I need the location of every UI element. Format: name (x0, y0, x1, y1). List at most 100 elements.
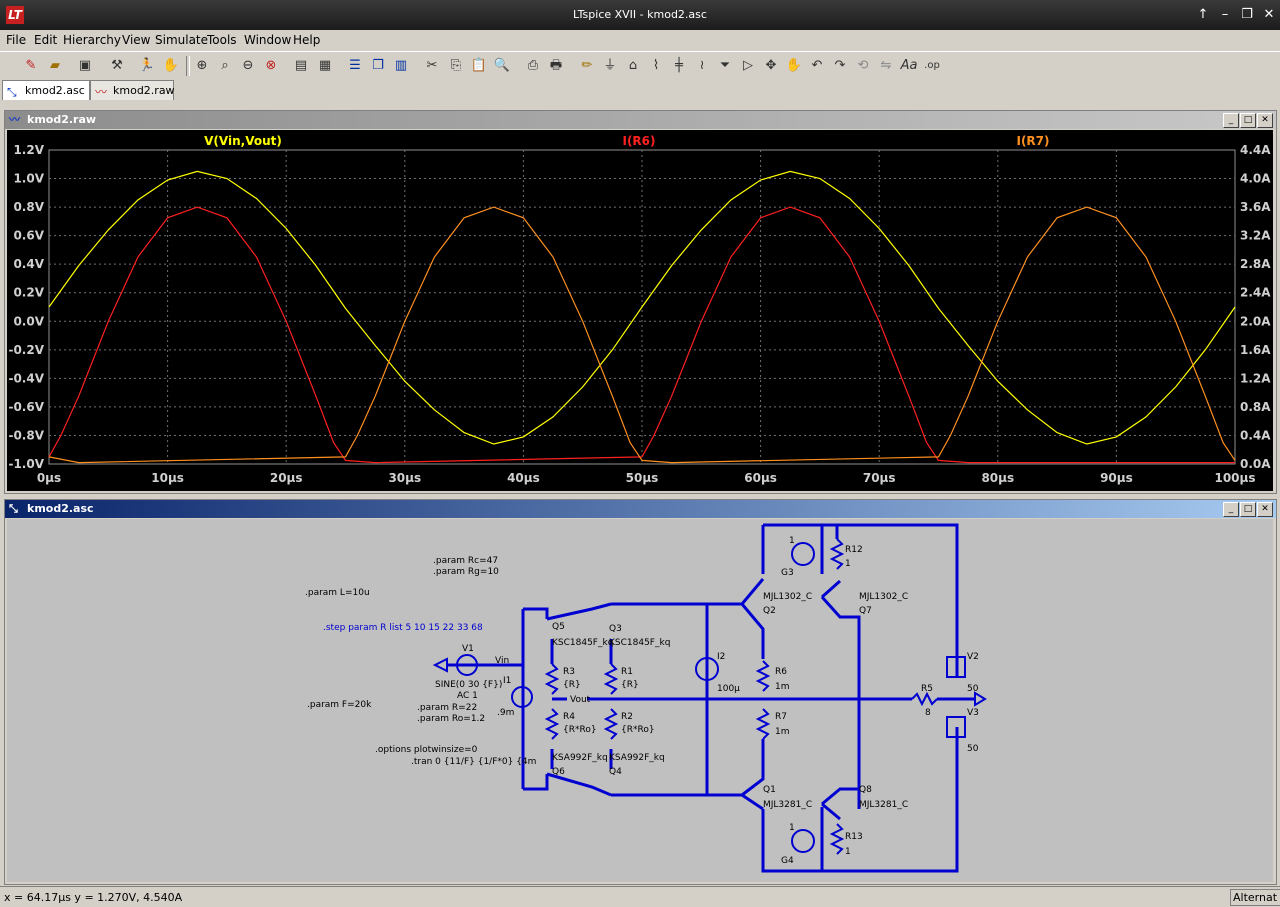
rotate-icon[interactable]: ⟲ (857, 58, 869, 73)
zoom-in-icon[interactable]: ⊕ (196, 58, 208, 73)
minimize-button[interactable]: – (1221, 7, 1229, 22)
save-icon[interactable]: ▣ (78, 58, 92, 73)
current-source-i1[interactable] (511, 686, 533, 708)
y-right-tick-label: 1.2A (1240, 371, 1271, 385)
schematic-drawing[interactable]: .param Rc=47 .param Rg=10 .param L=10u .… (7, 519, 1273, 882)
tab-schematic[interactable]: ⤡ kmod2.asc (2, 80, 90, 100)
text-icon[interactable]: Aa (900, 58, 918, 73)
mirror-icon[interactable]: ⇋ (880, 58, 892, 73)
menu-tools[interactable]: Tools (207, 33, 237, 47)
resistor-r5[interactable] (911, 691, 938, 707)
schematic-icon: ⤡ (7, 85, 17, 99)
draw-wire-icon[interactable]: ✏ (581, 58, 593, 73)
voltage-source-v3[interactable] (946, 716, 966, 738)
voltage-source-v2[interactable] (946, 656, 966, 678)
voltage-source-v1[interactable] (456, 654, 478, 676)
menu-view[interactable]: View (122, 33, 151, 47)
spice-directive-icon[interactable]: .op (924, 60, 940, 71)
capacitor-icon[interactable]: ╪ (675, 58, 683, 73)
close-button[interactable]: ✕ (1257, 502, 1273, 517)
y-right-tick-label: 2.4A (1240, 286, 1271, 300)
paste-icon[interactable]: 📋 (470, 58, 488, 73)
run-icon[interactable]: 🏃 (138, 58, 156, 73)
directive-f[interactable]: .param F=20k (307, 700, 372, 710)
menu-edit[interactable]: Edit (34, 33, 58, 47)
label-q1-model: MJL3281_C (763, 800, 812, 810)
cascade-icon[interactable]: ❐ (372, 58, 384, 73)
menu-hierarchy[interactable]: Hierarchy (63, 33, 122, 47)
y-right-tick-label: 4.0A (1240, 172, 1271, 186)
undo-icon[interactable]: ↶ (811, 58, 823, 73)
resistor-r4[interactable] (544, 708, 560, 740)
tile-vertical-icon[interactable]: ▥ (394, 58, 408, 73)
wire (820, 595, 861, 809)
menu-help[interactable]: Help (293, 33, 321, 47)
directive-tran[interactable]: .tran 0 {11/F} {1/F*0} {4m (411, 757, 536, 767)
label-v3-value: 50 (967, 744, 979, 754)
tile-horizontal-icon[interactable]: ☰ (349, 58, 361, 73)
resistor-r2[interactable] (603, 708, 619, 740)
find-icon[interactable]: 🔍 (493, 58, 511, 73)
directive-l[interactable]: .param L=10u (305, 588, 370, 598)
directive-r[interactable]: .param R=22 (417, 703, 477, 713)
minimize-button[interactable]: _ (1223, 502, 1239, 517)
cut-icon[interactable]: ✂ (426, 58, 438, 73)
autorange-icon[interactable]: ▦ (318, 58, 332, 73)
maximize-button[interactable]: □ (1240, 502, 1256, 517)
current-source-g3[interactable] (791, 542, 815, 566)
chevron-up-icon[interactable]: ↑ (1197, 7, 1209, 22)
maximize-button[interactable]: □ (1240, 113, 1256, 128)
resistor-r7[interactable] (755, 708, 771, 740)
schematic-window[interactable]: ⤡ kmod2.asc _ □ ✕ (4, 499, 1277, 885)
x-tick-label: 30µs (388, 471, 421, 485)
component-icon[interactable]: ▷ (743, 58, 753, 73)
halt-icon[interactable]: ✋ (162, 58, 180, 73)
directive-rg[interactable]: .param Rg=10 (433, 567, 499, 577)
current-source-g4[interactable] (791, 829, 815, 853)
output-port[interactable] (974, 691, 987, 707)
open-icon[interactable]: ▰ (50, 58, 60, 73)
minimize-button[interactable]: _ (1223, 113, 1239, 128)
resistor-r13[interactable] (829, 823, 845, 855)
menu-file[interactable]: File (6, 33, 27, 47)
directive-ro[interactable]: .param Ro=1.2 (417, 714, 485, 724)
redo-icon[interactable]: ↷ (834, 58, 846, 73)
menu-window[interactable]: Window (244, 33, 292, 47)
close-button[interactable]: ✕ (1257, 113, 1273, 128)
resistor-r1[interactable] (603, 663, 619, 695)
control-panel-icon[interactable]: ⚒ (111, 58, 123, 73)
resistor-r6[interactable] (755, 660, 771, 692)
restore-button[interactable]: ❐ (1241, 7, 1253, 22)
waveform-grid-icon[interactable]: ▤ (294, 58, 308, 73)
schematic-canvas[interactable]: .param Rc=47 .param Rg=10 .param L=10u .… (7, 519, 1273, 882)
directive-step[interactable]: .step param R list 5 10 15 22 33 68 (323, 623, 483, 633)
zoom-fit-icon[interactable]: ⊗ (265, 58, 277, 73)
print-icon[interactable]: 🖶 (549, 58, 563, 73)
input-port[interactable] (432, 657, 448, 673)
diode-icon[interactable]: ⏷ (719, 58, 731, 73)
directive-options[interactable]: .options plotwinsize=0 (375, 745, 478, 755)
x-tick-label: 100µs (1214, 471, 1255, 485)
directive-rc[interactable]: .param Rc=47 (433, 556, 498, 566)
move-icon[interactable]: ✥ (765, 58, 777, 73)
ground-icon[interactable]: ⏚ (603, 58, 617, 73)
inductor-icon[interactable]: ≀ (699, 58, 705, 73)
x-tick-label: 10µs (151, 471, 184, 485)
menu-simulate[interactable]: Simulate (155, 33, 209, 47)
close-button[interactable]: ✕ (1263, 7, 1275, 22)
resistor-r12[interactable] (829, 538, 845, 570)
resistor-icon[interactable]: ⌇ (652, 58, 660, 73)
new-schematic-icon[interactable]: ✎ (25, 58, 37, 73)
current-source-i2[interactable] (695, 657, 719, 681)
print-setup-icon[interactable]: ⎙ (527, 58, 539, 73)
drag-icon[interactable]: ✋ (785, 58, 803, 73)
zoom-pan-icon[interactable]: ⌕ (221, 58, 229, 73)
label-net-icon[interactable]: ⌂ (628, 58, 638, 73)
resistor-r3[interactable] (544, 663, 560, 695)
tab-raw[interactable]: 〰 kmod2.raw (90, 80, 175, 100)
zoom-out-icon[interactable]: ⊖ (242, 58, 254, 73)
copy-icon[interactable]: ⎘ (450, 58, 462, 73)
